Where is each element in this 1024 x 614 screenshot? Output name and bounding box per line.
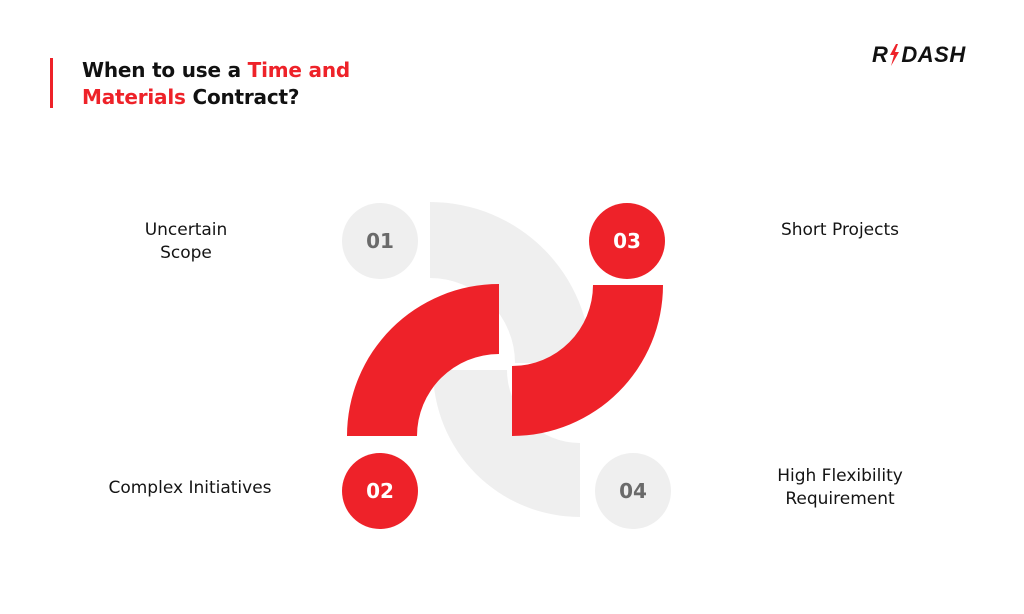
- step-number: 03: [613, 229, 641, 253]
- logo-text-left: R: [872, 42, 889, 67]
- step-label-high-flexibility: High Flexibility Requirement: [740, 465, 940, 511]
- step-label-short-projects: Short Projects: [740, 219, 940, 242]
- title-accent-1: Time and: [247, 58, 351, 82]
- red-arc-right: [512, 285, 663, 436]
- title-accent-bar: [50, 58, 53, 108]
- step-label-complex-initiatives: Complex Initiatives: [70, 477, 310, 500]
- page-title: When to use a Time and Materials Contrac…: [82, 57, 350, 111]
- gray-arc-bottom: [433, 370, 580, 517]
- step-number: 01: [366, 229, 394, 253]
- title-part-1: When to use a: [82, 58, 248, 82]
- label-line: Short Projects: [780, 220, 900, 240]
- title-part-2: Contract?: [185, 85, 300, 109]
- gray-arc-top: [430, 202, 591, 363]
- title-accent-2: Materials: [82, 85, 186, 109]
- step-badge-04: 04: [595, 453, 671, 529]
- lightning-bolt-icon: [890, 44, 900, 66]
- label-line: Scope: [160, 243, 212, 263]
- label-line: Requirement: [785, 489, 895, 509]
- logo-text-right: DASH: [901, 42, 966, 67]
- label-line: Uncertain: [144, 220, 228, 240]
- brand-logo: R DASH: [872, 40, 966, 70]
- step-badge-02: 02: [342, 453, 418, 529]
- label-line: High Flexibility: [777, 466, 903, 486]
- label-line: Complex Initiatives: [108, 478, 272, 498]
- step-badge-01: 01: [342, 203, 418, 279]
- step-label-uncertain-scope: Uncertain Scope: [116, 219, 256, 265]
- step-number: 02: [366, 479, 394, 503]
- step-number: 04: [619, 479, 647, 503]
- step-badge-03: 03: [589, 203, 665, 279]
- red-arc-left: [347, 284, 499, 436]
